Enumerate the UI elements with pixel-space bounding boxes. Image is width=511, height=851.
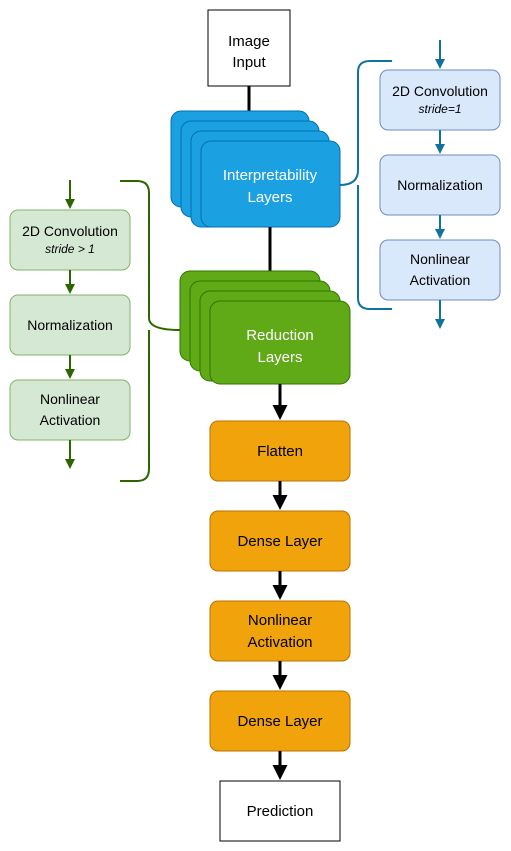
prediction-label: Prediction: [247, 803, 314, 820]
reduction-detail-group: 2D Convolution stride > 1 Normalization …: [9, 180, 181, 482]
reduction-act-label-line1: Nonlinear: [40, 391, 100, 407]
flatten-label: Flatten: [257, 443, 303, 460]
activation-label-line2: Activation: [247, 634, 312, 651]
interpretability-label-line2: Layers: [247, 189, 292, 206]
activation-label-line1: Nonlinear: [248, 612, 312, 629]
reduction-conv-label: 2D Convolution: [22, 223, 118, 239]
reduction-stride-label: stride > 1: [45, 242, 95, 256]
image-input-node: Image Input: [207, 9, 291, 87]
dense-layer-1-node: Dense Layer: [209, 510, 351, 572]
interpretability-layers-node: Interpretability Layers: [170, 110, 341, 228]
interp-norm-label: Normalization: [397, 177, 483, 193]
interpretability-brace: [339, 60, 392, 310]
reduction-brace: [120, 180, 181, 482]
interp-act-label-line1: Nonlinear: [410, 251, 470, 267]
nonlinear-activation-node: Nonlinear Activation: [209, 600, 351, 662]
reduction-act-box: [9, 379, 131, 441]
interp-stride-label: stride=1: [418, 102, 461, 116]
reduction-norm-label: Normalization: [27, 317, 113, 333]
reduction-label-line1: Reduction: [246, 327, 314, 344]
reduction-conv-box: [9, 209, 131, 271]
interpretability-label-line1: Interpretability: [223, 167, 318, 184]
dense-layer-2-label: Dense Layer: [237, 713, 322, 730]
reduction-act-label-line2: Activation: [40, 412, 101, 428]
flatten-node: Flatten: [209, 420, 351, 482]
interpretability-detail-group: 2D Convolution stride=1 Normalization No…: [339, 40, 501, 329]
dense-layer-2-node: Dense Layer: [209, 690, 351, 752]
image-input-label-line1: Image: [228, 33, 270, 50]
prediction-node: Prediction: [219, 780, 341, 842]
interp-conv-box: [379, 69, 501, 131]
interp-conv-label: 2D Convolution: [392, 83, 488, 99]
reduction-label-line2: Layers: [257, 349, 302, 366]
interp-act-label-line2: Activation: [410, 272, 471, 288]
image-input-label-line2: Input: [232, 54, 266, 71]
interp-act-box: [379, 239, 501, 301]
dense-layer-1-label: Dense Layer: [237, 533, 322, 550]
reduction-layers-node: Reduction Layers: [179, 270, 351, 385]
